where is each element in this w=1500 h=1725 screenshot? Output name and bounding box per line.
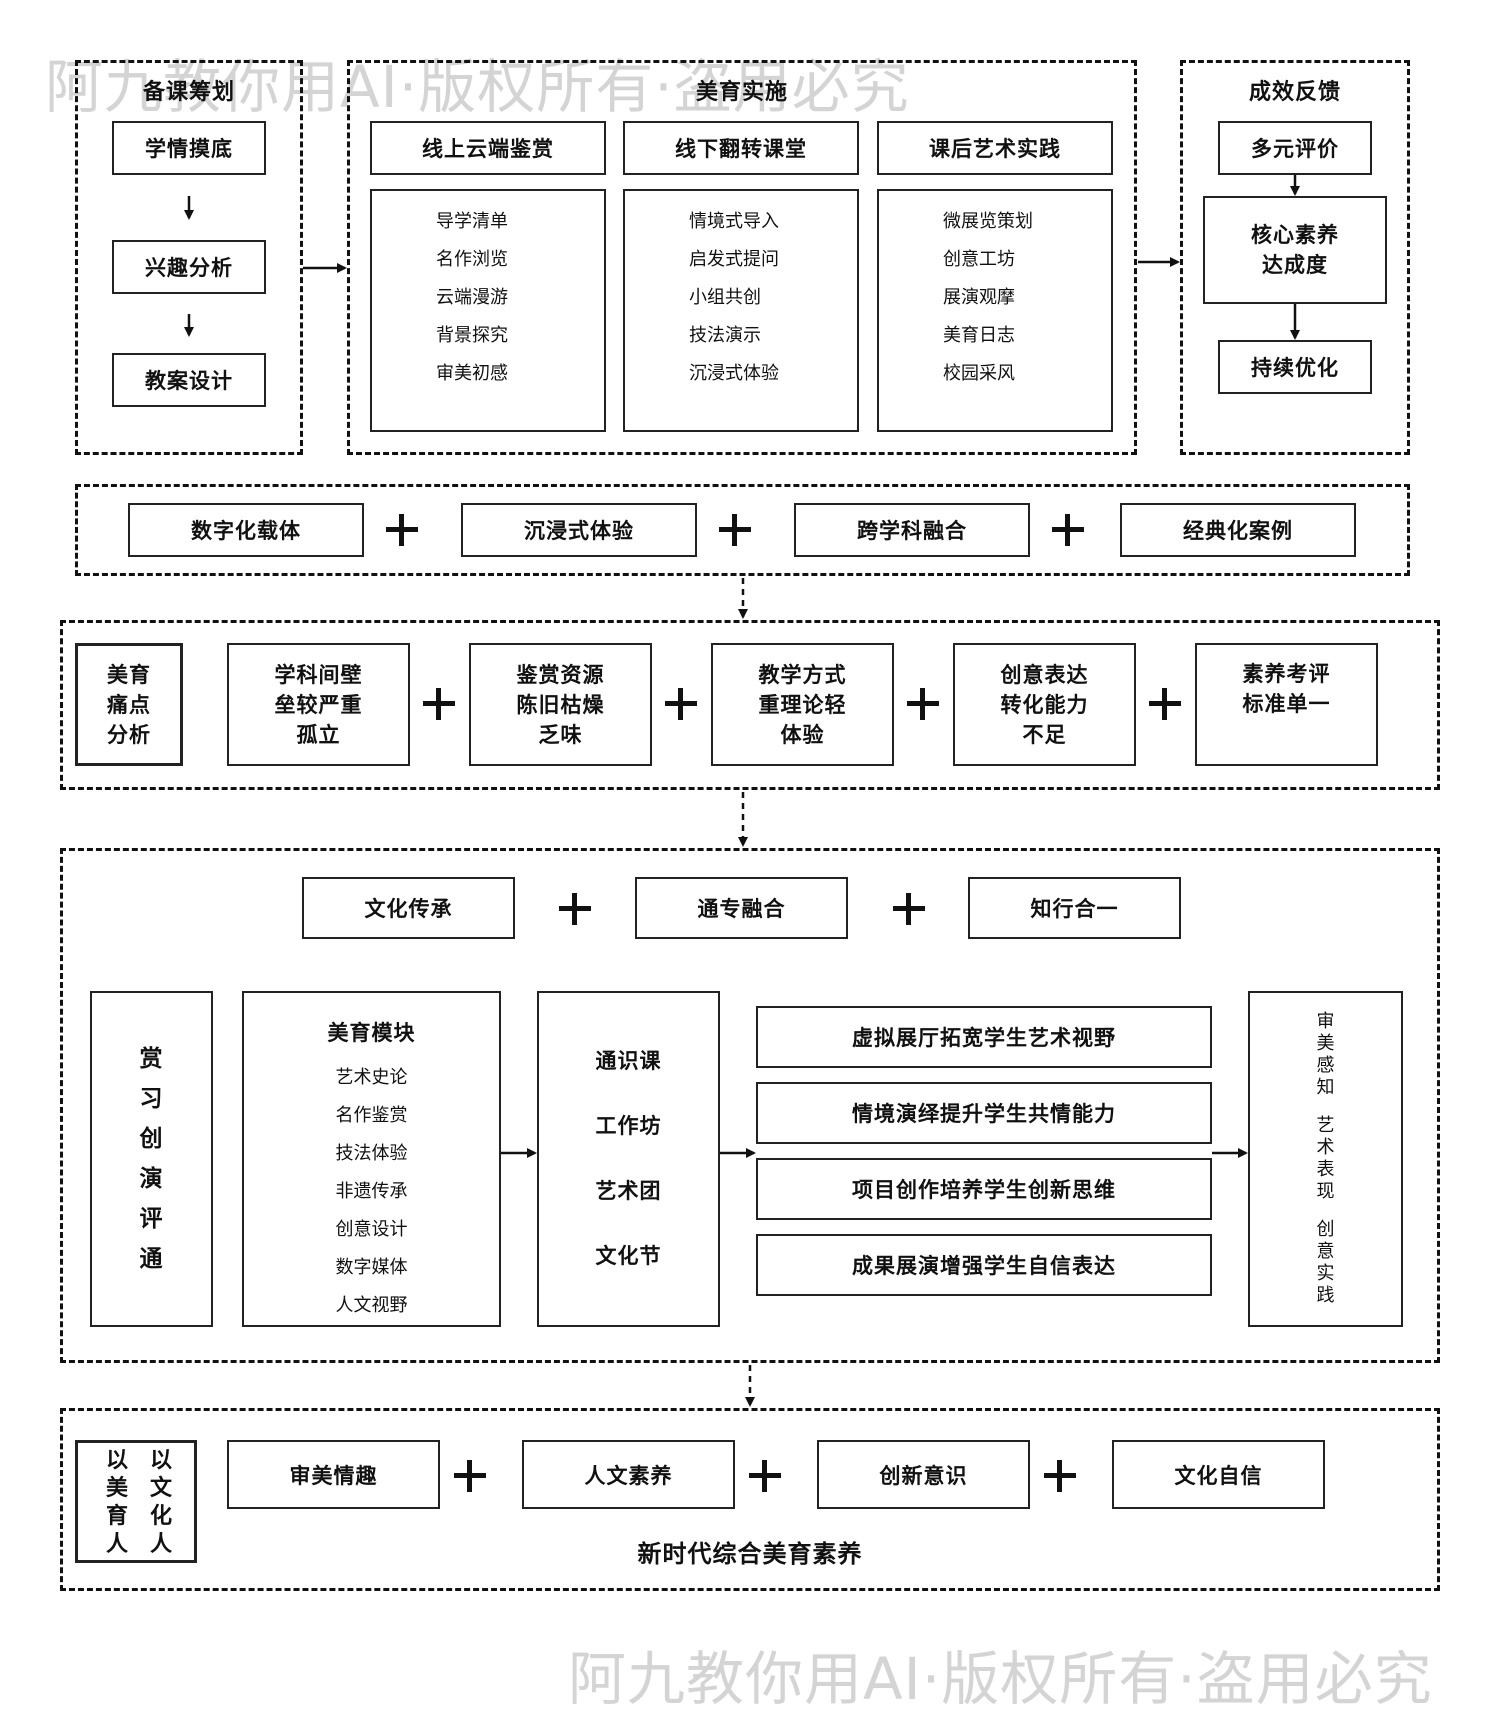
pain-item-4: 创意表达 转化能力 不足 [953,643,1136,766]
feedback-step-2: 核心素养 达成度 [1203,196,1387,304]
impl-col-2-item: 情境式导入 [689,211,779,232]
model-module-item: 名作鉴赏 [335,1105,408,1126]
impl-section [347,60,1137,455]
model-process: 赏 习 创 演 评 通 [90,991,213,1327]
plus-icon [423,688,455,720]
prep-section [75,60,303,455]
pain-item-1: 学科间壁 垒较严重 孤立 [227,643,410,766]
model-module-item: 非遗传承 [335,1181,408,1202]
impl-col-3-item: 美育日志 [943,325,1015,346]
impl-col-1-item: 云端漫游 [436,287,508,308]
prep-step-1: 学情摸底 [112,121,266,175]
feedback-step-1: 多元评价 [1218,121,1372,175]
plus-icon [719,514,751,546]
feedback-title: 成效反馈 [1248,80,1341,105]
impl-col-2-head: 线下翻转课堂 [623,121,859,175]
prep-title: 备课筹划 [142,80,235,105]
goal-item-1: 审美情趣 [227,1440,440,1509]
model-module-item: 人文视野 [335,1295,408,1316]
model-carriers-box: 通识课 工作坊 艺术团 文化节 [537,991,720,1327]
feedback-step-3: 持续优化 [1218,340,1372,394]
model-module-item: 创意设计 [335,1219,408,1240]
goal-motto-box: 以 美 育 人 以 文 化 人 [75,1440,197,1563]
model-competencies-box: 审 美 感 知 艺 术 表 现 创 意 实 践 [1248,991,1403,1327]
model-carrier-item: 工作坊 [595,1114,662,1138]
impl-col-1-item: 名作浏览 [436,249,508,270]
carrier-3: 跨学科融合 [794,503,1030,557]
plus-icon [1044,1460,1076,1492]
plus-icon [893,893,925,925]
carriers-section [75,484,1410,576]
goal-motto-right: 以 文 化 人 [150,1448,174,1557]
prep-step-2: 兴趣分析 [112,240,266,294]
model-goal-1: 文化传承 [302,877,515,939]
plus-icon [454,1460,486,1492]
plus-icon [1052,514,1084,546]
carrier-4: 经典化案例 [1120,503,1356,557]
impl-col-1-item: 背景探究 [436,325,508,346]
carrier-1: 数字化载体 [128,503,364,557]
model-goal-2: 通专融合 [635,877,848,939]
impl-col-3-item: 创意工坊 [943,249,1015,270]
model-carrier-item: 艺术团 [595,1179,662,1203]
model-section [60,848,1440,1363]
goal-item-4: 文化自信 [1112,1440,1325,1509]
pain-section [60,620,1440,790]
impl-col-1-item: 审美初感 [436,363,508,384]
pain-label: 美育 痛点 分析 [75,643,183,766]
plus-icon [559,893,591,925]
plus-icon [907,688,939,720]
plus-icon [1149,688,1181,720]
model-outcome-2: 情境演绎提升学生共情能力 [756,1082,1212,1144]
plus-icon [665,688,697,720]
feedback-section [1180,60,1410,455]
model-module-item: 技法体验 [335,1143,408,1164]
goal-item-2: 人文素养 [522,1440,735,1509]
impl-col-1-item: 导学清单 [436,211,508,232]
model-carrier-item: 通识课 [595,1049,662,1073]
model-competency: 创 意 实 践 [1316,1219,1335,1306]
impl-col-3-head: 课后艺术实践 [877,121,1113,175]
impl-col-2-item: 小组共创 [689,287,761,308]
model-outcome-3: 项目创作培养学生创新思维 [756,1158,1212,1220]
impl-col-2-item: 技法演示 [689,325,761,346]
model-carrier-item: 文化节 [595,1244,662,1268]
pain-item-3: 教学方式 重理论轻 体验 [711,643,894,766]
impl-col-1-list: 导学清单 名作浏览 云端漫游 背景探究 审美初感 [370,189,606,432]
prep-step-3: 教案设计 [112,353,266,407]
model-module-item: 数字媒体 [335,1257,408,1278]
goal-caption: 新时代综合美育素养 [637,1540,863,1568]
model-module-item: 艺术史论 [335,1067,408,1088]
impl-col-1-head: 线上云端鉴赏 [370,121,606,175]
impl-col-3-item: 展演观摩 [943,287,1015,308]
pain-item-5: 素养考评 标准单一 [1195,643,1378,766]
plus-icon [749,1460,781,1492]
carrier-2: 沉浸式体验 [461,503,697,557]
impl-col-2-item: 启发式提问 [689,249,779,270]
goal-motto-left: 以 美 育 人 [106,1448,130,1557]
model-competency: 艺 术 表 现 [1316,1115,1335,1202]
impl-col-3-item: 微展览策划 [943,211,1033,232]
pain-item-2: 鉴赏资源 陈旧枯燥 乏味 [469,643,652,766]
model-goal-3: 知行合一 [968,877,1181,939]
model-modules-title: 美育模块 [327,1021,416,1045]
goal-section [60,1408,1440,1591]
watermark-top: 阿九教你用AI·版权所有·盗用必究 [45,53,910,121]
goal-item-3: 创新意识 [817,1440,1030,1509]
model-modules-box: 美育模块 艺术史论 名作鉴赏 技法体验 非遗传承 创意设计 数字媒体 人文视野 [242,991,501,1327]
model-outcome-1: 虚拟展厅拓宽学生艺术视野 [756,1006,1212,1068]
plus-icon [386,514,418,546]
impl-col-3-item: 校园采风 [943,363,1015,384]
watermark-bottom: 阿九教你用AI·版权所有·盗用必究 [568,1645,1433,1713]
impl-col-3-list: 微展览策划 创意工坊 展演观摩 美育日志 校园采风 [877,189,1113,432]
impl-title: 美育实施 [695,80,788,105]
model-competency: 审 美 感 知 [1316,1011,1335,1098]
impl-col-2-list: 情境式导入 启发式提问 小组共创 技法演示 沉浸式体验 [623,189,859,432]
impl-col-2-item: 沉浸式体验 [689,363,779,384]
model-outcome-4: 成果展演增强学生自信表达 [756,1234,1212,1296]
